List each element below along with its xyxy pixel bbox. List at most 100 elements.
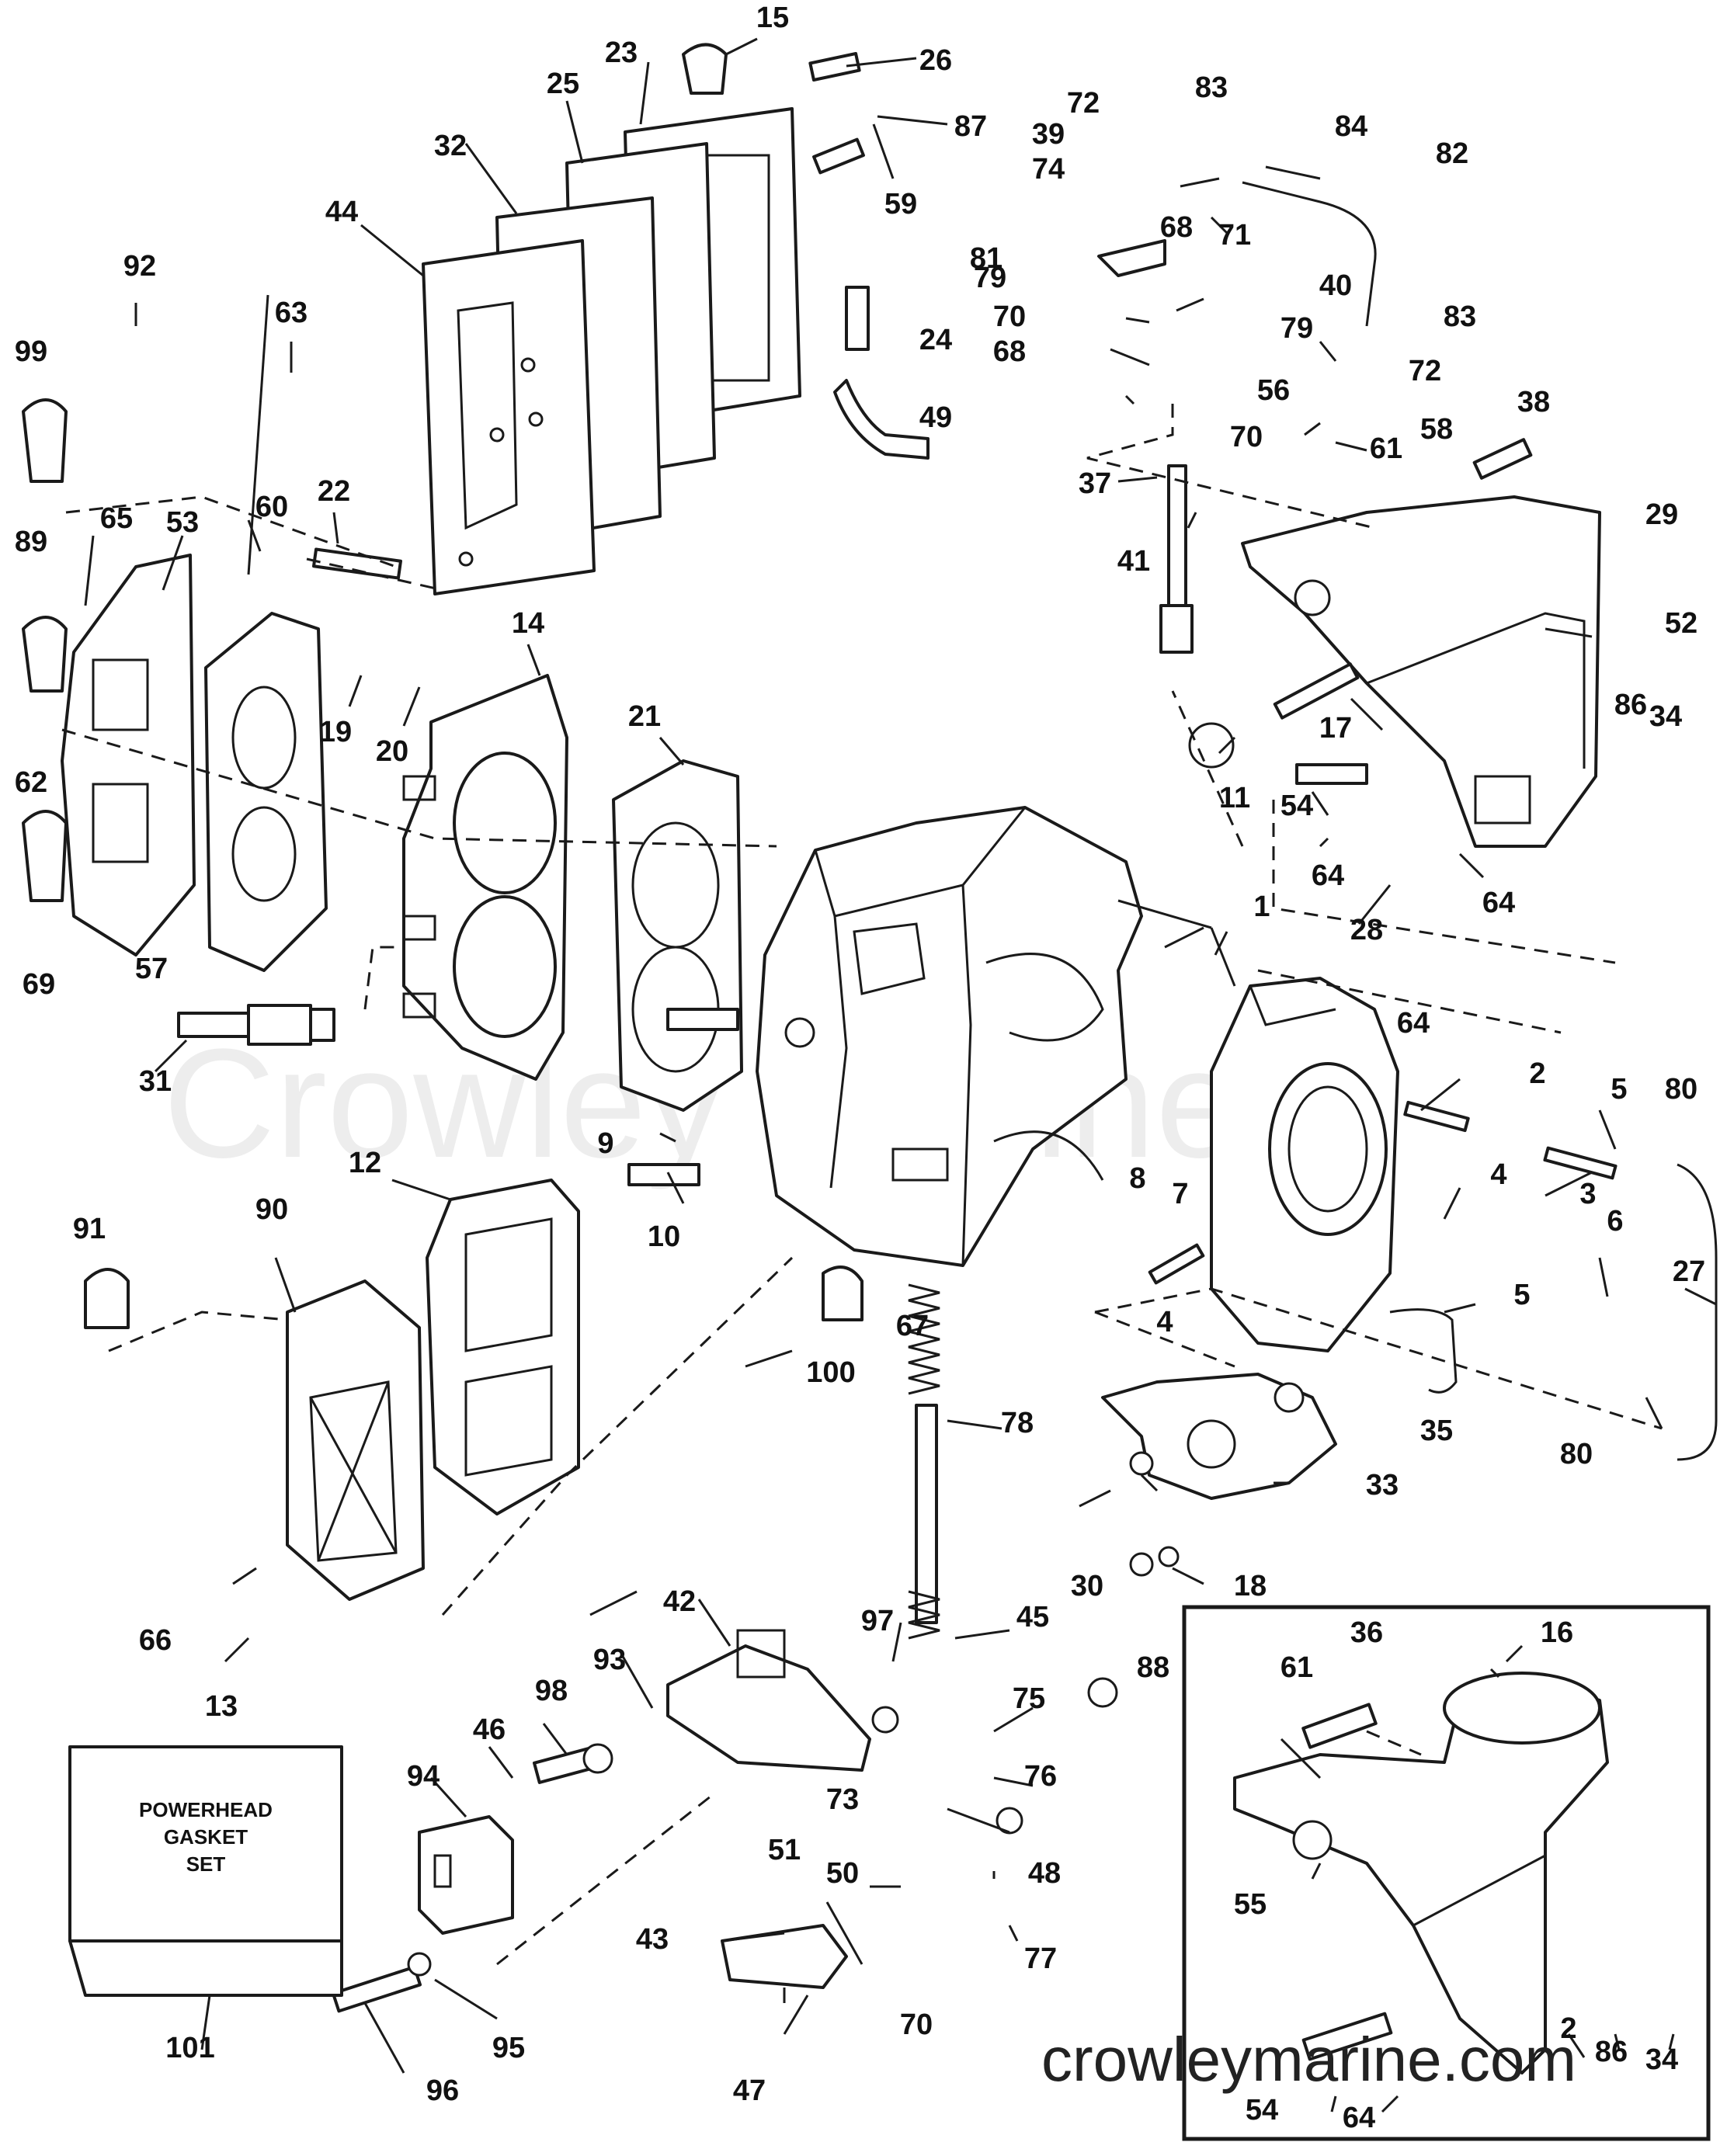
callout-43: 43 bbox=[636, 1923, 669, 1956]
callout-81: 81 bbox=[970, 242, 1002, 275]
callout-9: 9 bbox=[597, 1127, 613, 1160]
gasket-set-line2: GASKET bbox=[164, 1825, 248, 1849]
callout-101: 101 bbox=[165, 2032, 214, 2064]
callout-35: 35 bbox=[1420, 1415, 1453, 1447]
callout-72: 72 bbox=[1067, 87, 1100, 120]
callout-10: 10 bbox=[648, 1220, 680, 1253]
callout-31: 31 bbox=[139, 1065, 172, 1098]
callout-14: 14 bbox=[512, 607, 544, 640]
callout-62: 62 bbox=[15, 766, 47, 799]
callout-22: 22 bbox=[318, 475, 350, 508]
callout-12: 12 bbox=[349, 1147, 381, 1179]
callout-54: 54 bbox=[1280, 790, 1313, 822]
callout-78: 78 bbox=[1001, 1407, 1034, 1439]
watermark-url: crowleymarine.com bbox=[1041, 2025, 1576, 2094]
callout-1: 1 bbox=[1253, 891, 1270, 923]
callout-16: 16 bbox=[1541, 1616, 1573, 1649]
callout-3: 3 bbox=[1579, 1178, 1596, 1210]
exhaust-cover-stack bbox=[422, 107, 801, 595]
cam-follower-bracket bbox=[721, 1924, 848, 1989]
callout-84: 84 bbox=[1335, 110, 1367, 143]
callout-68: 68 bbox=[1160, 211, 1193, 244]
callout-37: 37 bbox=[1079, 467, 1111, 500]
callout-99: 99 bbox=[15, 335, 47, 368]
callout-8: 8 bbox=[1129, 1162, 1145, 1195]
callout-13: 13 bbox=[205, 1690, 238, 1723]
callout-58: 58 bbox=[1420, 413, 1453, 446]
callout-50: 50 bbox=[826, 1857, 859, 1890]
callout-87: 87 bbox=[954, 110, 987, 143]
gasket-set-line3: SET bbox=[186, 1852, 226, 1876]
callout-23: 23 bbox=[605, 36, 638, 69]
fasteners bbox=[312, 52, 1618, 2061]
callout-56: 56 bbox=[1257, 374, 1290, 407]
callout-79b: 79 bbox=[1280, 312, 1313, 345]
callout-92: 92 bbox=[123, 250, 156, 283]
callout-66: 66 bbox=[139, 1624, 172, 1657]
clamps bbox=[22, 43, 864, 1329]
callout-75: 75 bbox=[1013, 1682, 1045, 1715]
callout-77: 77 bbox=[1024, 1942, 1057, 1975]
callout-7: 7 bbox=[1172, 1178, 1188, 1210]
callout-54-inset: 54 bbox=[1246, 2094, 1278, 2126]
callout-79: 79 bbox=[974, 262, 1006, 294]
callout-64: 64 bbox=[1312, 859, 1344, 892]
callout-53: 53 bbox=[166, 506, 199, 539]
fittings-and-hoses bbox=[833, 181, 1718, 1461]
crankcase-half bbox=[1210, 977, 1399, 1352]
callout-95: 95 bbox=[492, 2032, 525, 2064]
callout-91: 91 bbox=[73, 1213, 106, 1245]
callout-61-inset: 61 bbox=[1280, 1651, 1313, 1684]
lever-bracket bbox=[666, 1629, 871, 1772]
callout-98: 98 bbox=[535, 1675, 568, 1707]
callout-46: 46 bbox=[473, 1713, 506, 1746]
callout-34-inset: 34 bbox=[1645, 2043, 1678, 2076]
callout-80b: 80 bbox=[1560, 1438, 1593, 1470]
exhaust-gasket-left bbox=[204, 612, 328, 972]
gasket-set-line1: POWERHEAD bbox=[139, 1798, 273, 1821]
callout-97: 97 bbox=[861, 1605, 894, 1637]
callout-21: 21 bbox=[628, 700, 661, 733]
callout-80: 80 bbox=[1665, 1073, 1697, 1106]
callout-6: 6 bbox=[1607, 1205, 1623, 1238]
support-bracket bbox=[1241, 495, 1601, 848]
callout-42: 42 bbox=[663, 1585, 696, 1618]
callout-68b: 68 bbox=[993, 335, 1026, 368]
callout-93: 93 bbox=[593, 1644, 626, 1676]
callout-19: 19 bbox=[319, 716, 352, 748]
callout-82: 82 bbox=[1436, 137, 1468, 170]
callout-45: 45 bbox=[1016, 1601, 1049, 1633]
callout-36: 36 bbox=[1350, 1616, 1383, 1649]
callout-29: 29 bbox=[1645, 498, 1678, 531]
bypass-cover bbox=[286, 1279, 425, 1601]
callout-64-inset: 64 bbox=[1343, 2102, 1375, 2134]
callout-20: 20 bbox=[376, 735, 408, 768]
callout-57: 57 bbox=[135, 953, 168, 985]
callout-18: 18 bbox=[1234, 1570, 1267, 1602]
callout-32: 32 bbox=[434, 130, 467, 162]
callout-76: 76 bbox=[1024, 1760, 1057, 1793]
callout-24: 24 bbox=[919, 324, 952, 356]
callout-67: 67 bbox=[896, 1310, 929, 1342]
callout-65: 65 bbox=[100, 502, 133, 535]
callout-27: 27 bbox=[1673, 1255, 1705, 1288]
callout-60: 60 bbox=[255, 491, 288, 523]
callout-39: 39 bbox=[1032, 118, 1065, 151]
callout-83: 83 bbox=[1195, 71, 1228, 104]
callout-11: 11 bbox=[1219, 782, 1250, 814]
callout-74: 74 bbox=[1032, 153, 1065, 186]
callout-41: 41 bbox=[1117, 545, 1150, 578]
callout-64b: 64 bbox=[1482, 887, 1515, 919]
alignment-lines bbox=[61, 404, 1663, 1966]
inset-bracket bbox=[1233, 1672, 1609, 2074]
cylinder-head bbox=[402, 674, 568, 1081]
bypass-gasket bbox=[426, 1179, 580, 1515]
spring-shaft-assembly bbox=[908, 1283, 940, 1640]
callout-40: 40 bbox=[1319, 269, 1352, 302]
callout-70b: 70 bbox=[1230, 421, 1263, 453]
callout-52: 52 bbox=[1665, 607, 1697, 640]
callout-61: 61 bbox=[1370, 432, 1402, 465]
callout-96: 96 bbox=[426, 2074, 459, 2107]
callout-55: 55 bbox=[1234, 1888, 1267, 1921]
callout-63: 63 bbox=[275, 297, 308, 329]
